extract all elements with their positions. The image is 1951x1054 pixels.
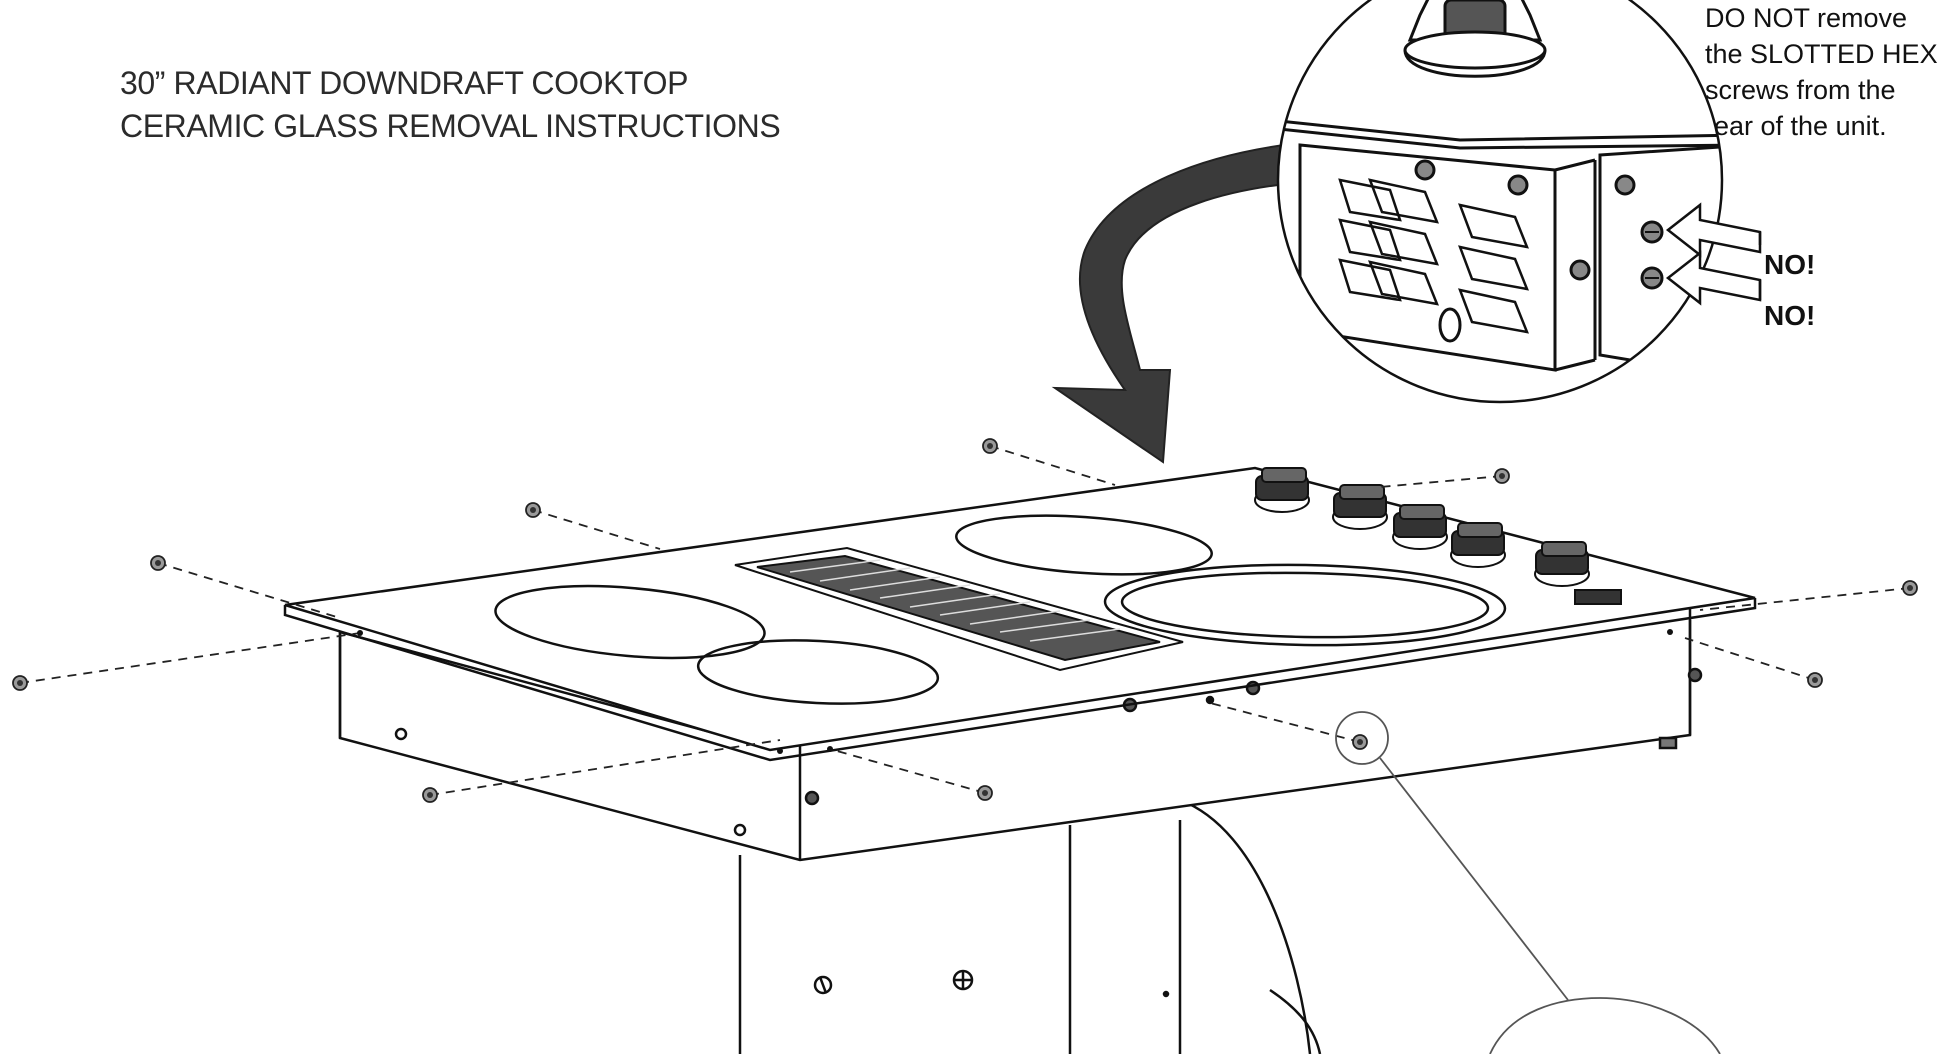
knob-icon bbox=[1254, 467, 1622, 605]
downdraft-base bbox=[738, 798, 1322, 1054]
no-label-upper: NO! bbox=[1764, 249, 1815, 280]
warning-note: DO NOT remove the SLOTTED HEX screws fro… bbox=[1705, 0, 1945, 144]
curved-arrow-icon bbox=[1051, 138, 1337, 464]
no-label-lower: NO! bbox=[1764, 300, 1815, 331]
warning-line-2: the SLOTTED HEX bbox=[1705, 39, 1938, 69]
screw-icon bbox=[12, 438, 1918, 803]
diagram-title: 30” RADIANT DOWNDRAFT COOKTOP CERAMIC GL… bbox=[120, 62, 781, 148]
screw-callout bbox=[1335, 711, 1721, 1054]
warning-line-3: screws from the bbox=[1705, 75, 1896, 105]
title-line-1: 30” RADIANT DOWNDRAFT COOKTOP bbox=[120, 65, 689, 101]
zoom-inset bbox=[1276, 0, 1724, 404]
vent-grille-icon bbox=[734, 546, 1184, 672]
title-line-2: CERAMIC GLASS REMOVAL INSTRUCTIONS bbox=[120, 108, 781, 144]
warning-line-4: rear of the unit. bbox=[1705, 111, 1887, 141]
warning-line-1: DO NOT remove bbox=[1705, 3, 1908, 33]
burner-icon bbox=[494, 514, 1507, 705]
no-arrows bbox=[1665, 202, 1762, 306]
